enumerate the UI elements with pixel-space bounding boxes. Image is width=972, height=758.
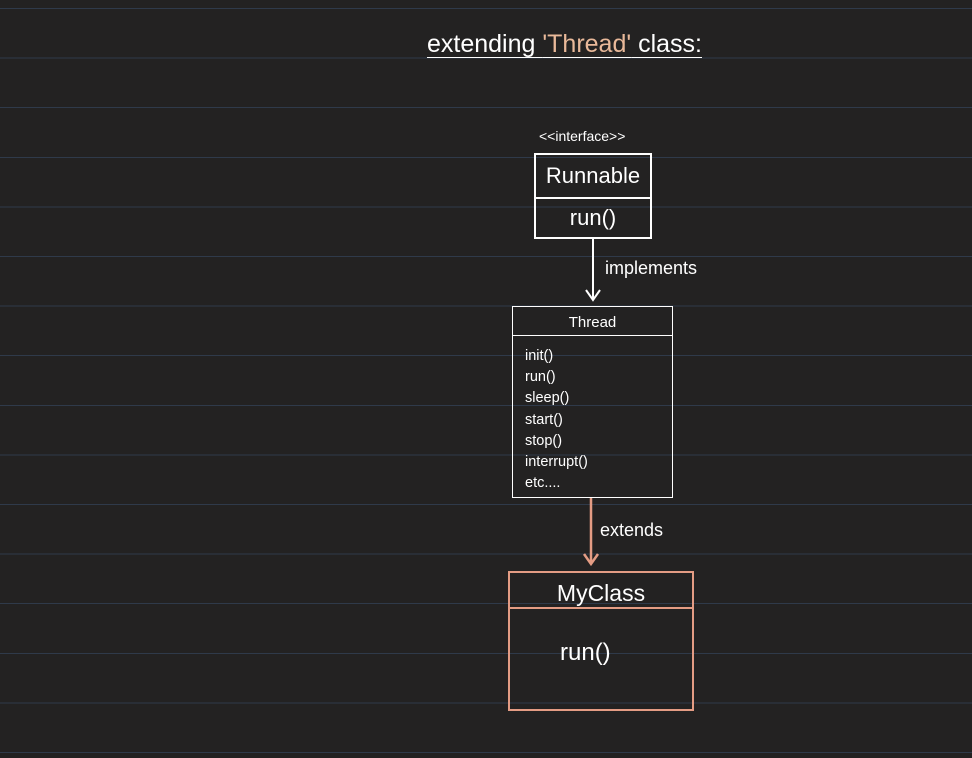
thread-method: interrupt()	[525, 454, 588, 471]
thread-method: sleep()	[525, 390, 570, 407]
myclass-class-box: MyClass run()	[508, 571, 694, 711]
extends-label: extends	[600, 520, 664, 540]
runnable-class-box: Runnable run()	[534, 153, 652, 239]
thread-method: start()	[525, 411, 563, 428]
page-title: extending 'Thread' class:	[427, 30, 702, 59]
thread-class-name: Thread	[513, 307, 672, 336]
extends-arrow	[582, 498, 600, 567]
title-prefix: extending	[427, 30, 543, 58]
runnable-class-name: Runnable	[536, 155, 650, 199]
runnable-method: run()	[569, 205, 617, 230]
implements-arrow	[585, 239, 601, 302]
runnable-stereotype: <<interface>>	[539, 128, 626, 144]
title-accent: 'Thread'	[542, 30, 632, 58]
title-suffix: class:	[631, 30, 702, 58]
thread-method: run()	[525, 369, 556, 386]
myclass-method: run()	[560, 639, 611, 666]
implements-label: implements	[605, 258, 698, 278]
thread-method: stop()	[525, 432, 563, 449]
thread-method: init()	[525, 348, 554, 364]
thread-method-list: init() run() sleep() start() stop() inte…	[525, 346, 588, 494]
thread-method: etc....	[525, 475, 561, 492]
myclass-class-name: MyClass	[510, 573, 692, 609]
thread-class-box: Thread init() run() sleep() start() stop…	[512, 306, 673, 498]
